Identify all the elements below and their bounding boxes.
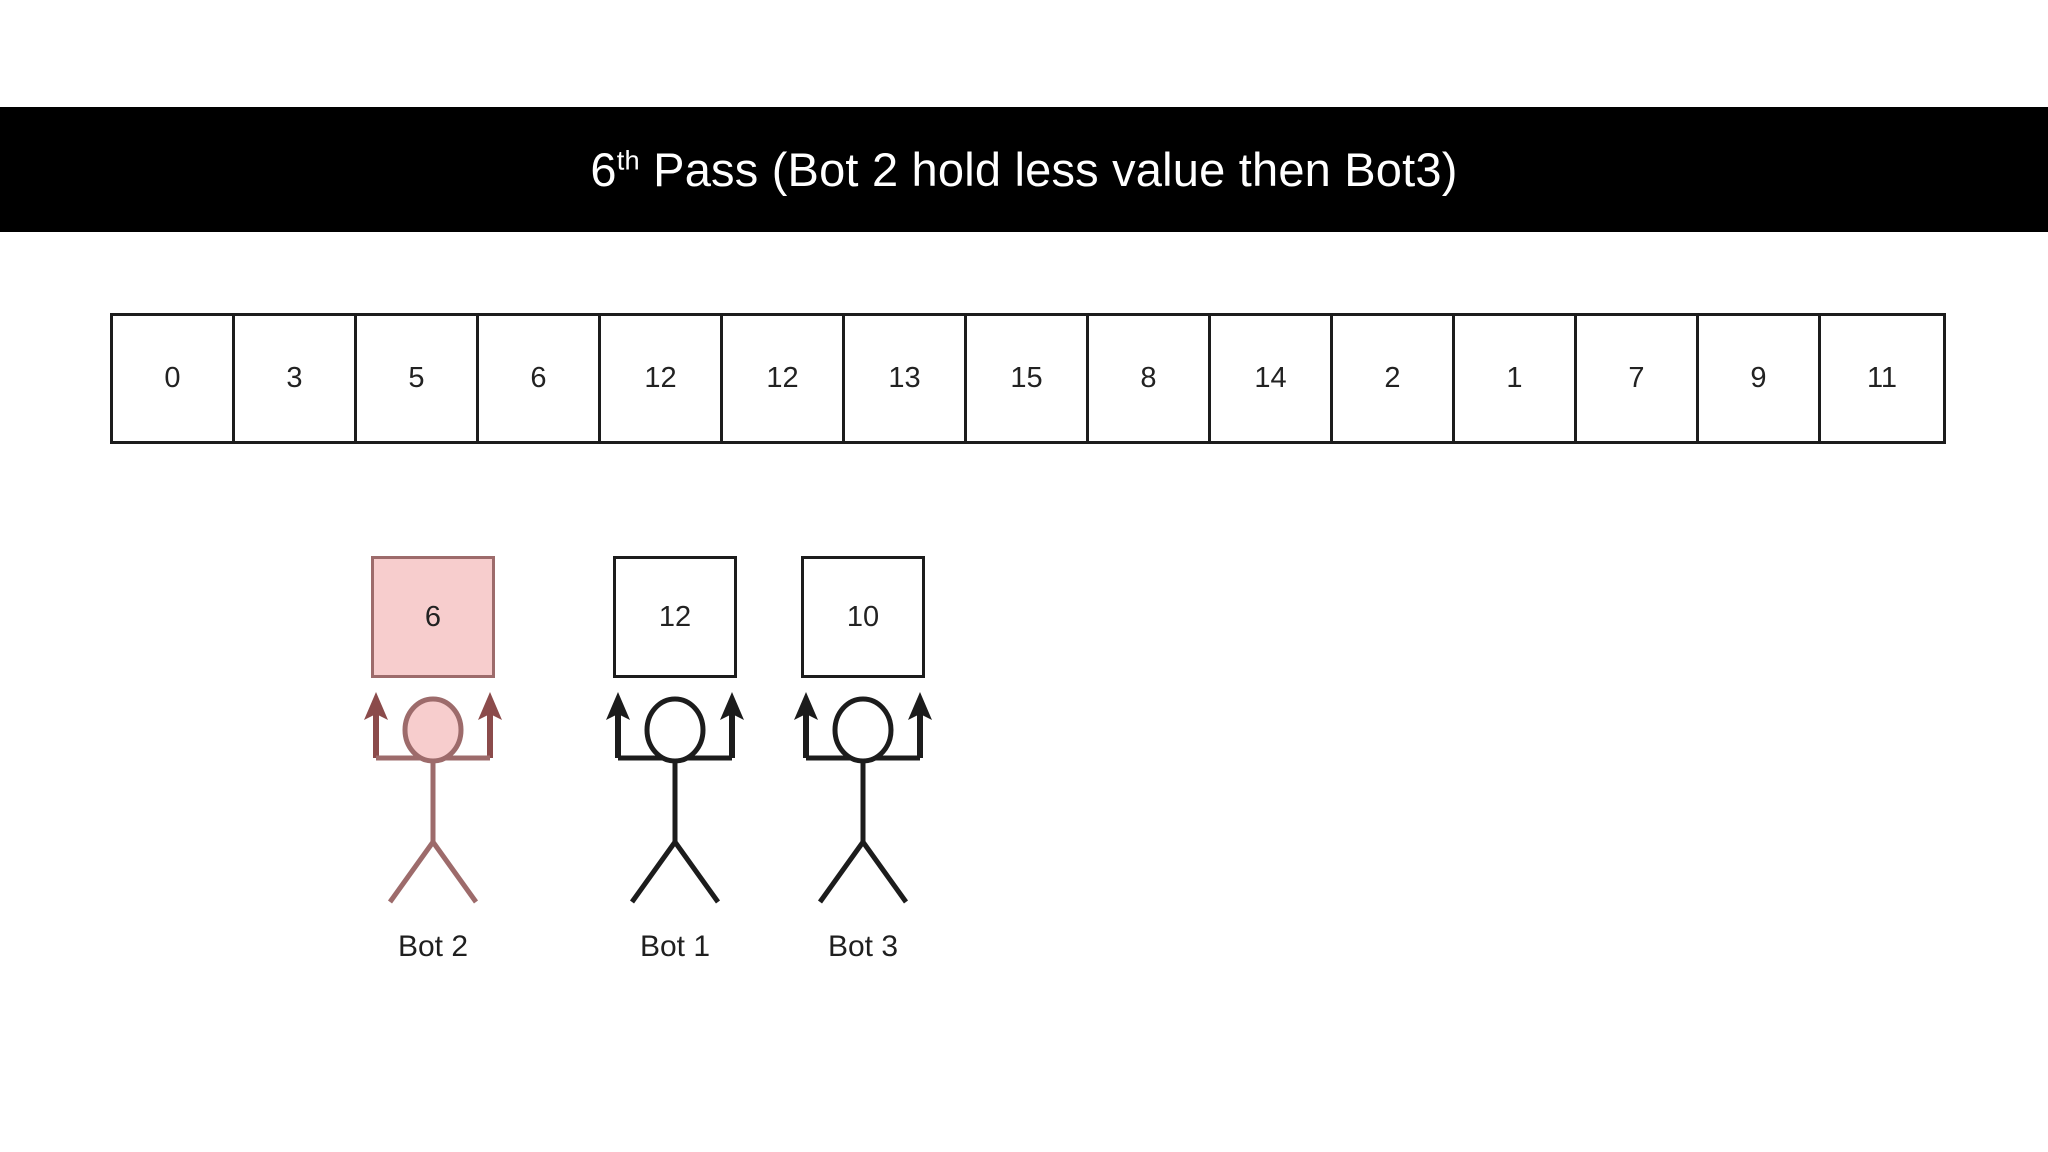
array-cell: 13 (845, 316, 967, 441)
stick-figure-icon (318, 690, 548, 930)
array-cell: 5 (357, 316, 479, 441)
array-cell: 7 (1577, 316, 1699, 441)
right-leg (672, 840, 721, 904)
right-arm-arrow-icon (720, 692, 744, 758)
stick-figure-icon (560, 690, 790, 930)
title-ordinal-suffix: th (616, 144, 640, 176)
left-arm-arrow-icon (364, 692, 388, 758)
bot-label: Bot 1 (639, 930, 711, 963)
page-title: 6th Pass (Bot 2 hold less value then Bot… (590, 146, 1457, 193)
head-circle (832, 696, 894, 764)
left-arm-arrow-icon (794, 692, 818, 758)
bot-label: Bot 3 (827, 930, 899, 963)
array-cell: 2 (1333, 316, 1455, 441)
right-arm-arrow-icon (478, 692, 502, 758)
array-cell: 0 (113, 316, 235, 441)
array-cell: 9 (1699, 316, 1821, 441)
stick-figure-icon (748, 690, 978, 930)
array-cell: 11 (1821, 316, 1943, 441)
array-cell: 12 (601, 316, 723, 441)
array-cell: 6 (479, 316, 601, 441)
left-leg (629, 840, 678, 904)
right-leg (860, 840, 909, 904)
left-leg (387, 840, 436, 904)
left-leg (817, 840, 866, 904)
array-cell: 14 (1211, 316, 1333, 441)
title-ordinal-number: 6 (590, 143, 617, 196)
head-circle (402, 696, 464, 764)
held-value-box: 12 (613, 556, 737, 678)
right-leg (430, 840, 479, 904)
head-circle (644, 696, 706, 764)
array-cell: 15 (967, 316, 1089, 441)
array-cell: 3 (235, 316, 357, 441)
array-cell: 12 (723, 316, 845, 441)
left-arm-arrow-icon (606, 692, 630, 758)
array-cell: 8 (1089, 316, 1211, 441)
bot-label: Bot 2 (397, 930, 469, 963)
title-rest: Pass (Bot 2 hold less value then Bot3) (639, 143, 1458, 196)
array-cell: 1 (1455, 316, 1577, 441)
held-value-box: 10 (801, 556, 925, 678)
title-banner: 6th Pass (Bot 2 hold less value then Bot… (0, 107, 2048, 232)
right-arm-arrow-icon (908, 692, 932, 758)
held-value-box: 6 (371, 556, 495, 678)
